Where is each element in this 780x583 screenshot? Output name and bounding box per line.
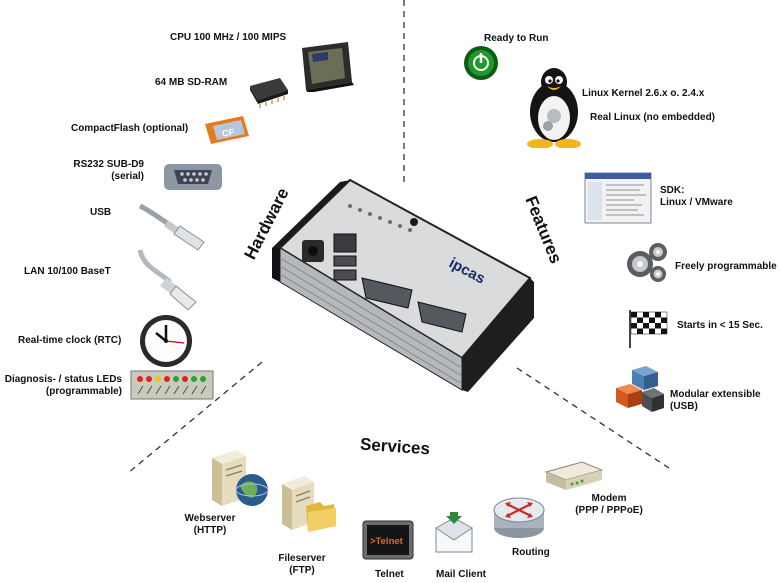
mail-client-icon [435,512,473,553]
lan-port [333,233,357,253]
serial-port-1 [361,277,413,309]
webserver-icon [212,450,269,506]
compactflash-card-icon: CF [205,116,249,144]
label-real-linux: Real Linux (no embedded) [590,112,716,123]
label-webserver: Webserver (HTTP) [180,513,240,537]
divider-bottom-right [516,367,673,471]
gears-icon [627,243,667,282]
telnet-icon-text: >Telnet [370,536,404,547]
label-webserver-line2: (HTTP) [193,525,227,536]
serial-port-2 [417,301,467,333]
rs232-connector-icon [164,164,222,190]
ipcas-device-image: ipcas [272,178,534,392]
label-sdk-line1: SDK: [660,185,685,196]
router-icon [493,497,545,538]
label-rs232-line1: RS232 SUB-D9 [73,159,144,170]
label-starts-in: Starts in < 15 Sec. [677,320,763,331]
label-sdk-line2: Linux / VMware [660,197,733,208]
label-modem: Modem (PPP / PPPoE) [572,493,646,517]
label-rs232-line2: (serial) [111,171,144,182]
label-mail-client: Mail Client [436,569,487,580]
label-linux-kernel: Linux Kernel 2.6.x o. 2.4.x [582,88,705,99]
modular-blocks-icon [616,366,664,412]
tux-penguin-icon [527,68,581,148]
fileserver-icon [282,476,336,532]
telnet-terminal-icon: >Telnet [362,520,414,560]
label-leds-line2: (programmable) [45,386,122,397]
label-usb: USB [90,207,112,218]
divider-bottom-left [127,361,263,474]
label-compactflash: CompactFlash (optional) [71,123,189,134]
label-leds-line1: Diagnosis- / status LEDs [4,374,122,385]
checkered-flag-icon [629,310,668,348]
clock-icon [140,315,192,367]
label-modular-line2: (USB) [670,401,698,412]
label-webserver-line1: Webserver [184,513,236,524]
label-freely-programmable: Freely programmable [675,261,777,272]
label-routing: Routing [512,547,550,558]
label-modular-line1: Modular extensible [670,389,761,400]
usb-plug-icon [138,203,205,251]
label-ready-to-run: Ready to Run [484,33,549,44]
label-modem-line1: Modem [591,493,627,504]
label-rs232: RS232 SUB-D9 (serial) [70,159,144,183]
modem-icon [544,461,604,490]
sdram-chip-icon [250,78,288,108]
label-modular: Modular extensible (USB) [670,389,761,413]
label-rtc: Real-time clock (RTC) [18,335,122,346]
label-sdram: 64 MB SD-RAM [155,77,228,88]
label-telnet: Telnet [375,569,404,580]
power-button-icon [464,46,498,80]
lan-cable-icon [137,249,197,311]
label-modem-line2: (PPP / PPPoE) [575,505,643,516]
cpu-chip-icon [302,42,354,92]
cf-chip-text: CF [221,127,235,139]
usb-port-1 [333,255,357,267]
label-fileserver: Fileserver (FTP) [272,553,332,577]
usb-port-2 [333,269,357,281]
label-lan: LAN 10/100 BaseT [24,266,111,277]
label-leds: Diagnosis- / status LEDs (programmable) [0,374,122,398]
label-sdk: SDK: Linux / VMware [660,185,733,209]
label-cpu: CPU 100 MHz / 100 MIPS [170,32,287,43]
label-fileserver-line2: (FTP) [289,565,315,576]
status-leds-icon [130,370,214,400]
label-fileserver-line1: Fileserver [278,553,326,564]
sdk-screenshot-icon [584,172,652,224]
